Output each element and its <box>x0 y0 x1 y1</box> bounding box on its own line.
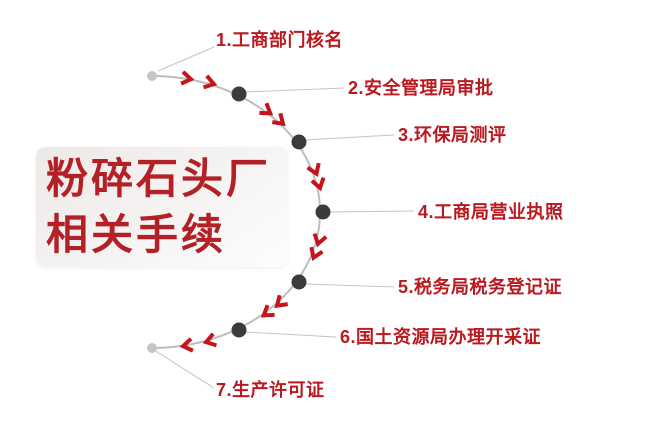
step-dot-2 <box>231 86 247 102</box>
step-label-6: 6.国土资源局办理开采证 <box>340 327 542 347</box>
step-label-5: 5.税务局税务登记证 <box>398 277 563 297</box>
chevron-icon <box>310 176 326 192</box>
chevron-icon <box>274 294 289 309</box>
leader-line-step6 <box>244 331 337 338</box>
leader-line-step3 <box>304 134 395 141</box>
chevron-icon <box>271 112 286 127</box>
leader-line-step5 <box>304 283 395 288</box>
chevron-icon <box>309 246 324 262</box>
page-title-line2: 相关手续 <box>46 211 227 258</box>
chevron-icon <box>202 332 218 348</box>
arrow-chevrons <box>179 70 328 353</box>
start-dot <box>147 71 157 81</box>
chevron-icon <box>202 74 218 90</box>
step-label-3: 3.环保局测评 <box>398 125 507 145</box>
step-dot-5 <box>291 274 307 290</box>
step-label-7: 7.生产许可证 <box>216 380 325 400</box>
step-dot-3 <box>291 134 307 150</box>
title-card: 粉碎石头厂 相关手续 <box>36 147 288 267</box>
step-dot-6 <box>231 322 247 338</box>
leader-line-step2 <box>244 87 345 93</box>
chevron-icon <box>312 232 328 248</box>
step-label-2: 2.安全管理局审批 <box>348 78 494 98</box>
step-label-4: 4.工商局营业执照 <box>418 202 564 222</box>
chevron-icon <box>180 70 195 86</box>
leader-line-step1 <box>157 46 215 72</box>
end-dot <box>147 343 157 353</box>
leader-line-step4 <box>328 210 415 213</box>
step-label-1: 1.工商部门核名 <box>216 30 344 50</box>
chevron-icon <box>306 162 321 178</box>
page-title-line1: 粉碎石头厂 <box>46 155 272 202</box>
chevron-icon <box>259 102 274 116</box>
leader-line-step7 <box>153 349 215 389</box>
step-dot-4 <box>315 204 331 220</box>
chevron-icon <box>179 337 194 353</box>
chevron-icon <box>260 304 275 318</box>
